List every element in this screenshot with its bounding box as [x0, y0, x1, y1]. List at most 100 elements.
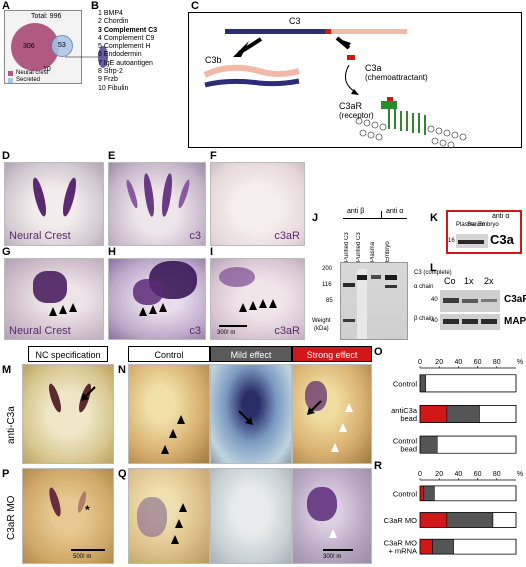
category-label: bead	[400, 414, 417, 423]
stain-head	[305, 381, 327, 411]
venn-circle-secreted	[51, 35, 73, 57]
gene-item-highlight: 3 Complement C3	[98, 26, 158, 34]
scale-bar	[323, 549, 353, 551]
lane-label: Plasma	[370, 241, 376, 262]
gene-item: 7 IgE autoantigen	[98, 59, 153, 67]
arrowhead-icon	[69, 303, 77, 312]
panel-a-label: A	[2, 0, 10, 12]
panel-b-label: B	[91, 0, 99, 12]
venn-diagram-box: Total: 996 306 53 10 Neural crest Secret…	[4, 10, 82, 84]
weight-axis-unit: (kDa)	[314, 326, 329, 332]
row-label-anti-c3a: anti-C3a	[6, 406, 17, 444]
venn-total: Total: 996	[31, 13, 62, 20]
category-label: Control	[393, 489, 418, 498]
asterisk-marker: *	[85, 503, 90, 517]
panel-r-label: R	[374, 460, 382, 472]
arrowhead-icon	[159, 303, 167, 312]
venn-count-overlap: 10	[43, 66, 51, 73]
gene-item: 5 Complement H	[98, 43, 151, 51]
l-band-c3ar: C3aR	[504, 294, 526, 305]
lane-label: 2x	[484, 276, 494, 286]
stain-right	[60, 176, 79, 218]
category-label: Control	[393, 437, 418, 446]
panel-p-label: P	[2, 468, 10, 480]
bar-segment	[419, 405, 448, 423]
tick-label: 60	[474, 471, 482, 478]
white-arrowhead-icon	[329, 529, 337, 538]
c3b-label: C3b	[205, 55, 222, 65]
c3-cleavage-diagram: C3 C3b C3a (chemoattractant) C3aR	[188, 12, 522, 149]
arrowhead-icon	[59, 305, 67, 314]
band-label-c3: C3 (complete)	[414, 270, 452, 276]
weight-axis-title: Weight	[312, 318, 331, 324]
band	[443, 319, 459, 324]
venn-count-neural-crest: 306	[23, 43, 35, 50]
photo-mild-c3ar	[210, 468, 292, 564]
panel-f-label: F	[210, 150, 217, 162]
band	[443, 298, 459, 303]
white-arrowhead-icon	[339, 423, 347, 432]
lane-label: Embryo	[478, 222, 499, 228]
band	[343, 283, 355, 287]
tick-label: 60	[474, 359, 482, 366]
arrowhead-icon	[139, 307, 147, 316]
caption-c3: c3	[189, 325, 201, 337]
gene-item: 4 Complement C9	[98, 34, 155, 42]
lane-label: 1x	[464, 276, 474, 286]
photo-c3-dorsal: c3	[108, 162, 206, 246]
bar-segment	[419, 538, 433, 555]
band	[357, 275, 367, 280]
category-label: bead	[400, 445, 417, 454]
blot-mapk	[440, 314, 500, 330]
legend-swatch-neural-crest	[8, 71, 13, 76]
header-nc-specification: NC specification	[28, 346, 108, 362]
bar-segment	[437, 435, 517, 454]
l-marker: 40	[431, 318, 438, 324]
category-label: antiC3a	[391, 406, 418, 415]
photo-control	[128, 364, 210, 464]
bar-segment	[434, 485, 517, 502]
bar-segment	[446, 405, 480, 423]
bar-segment	[446, 512, 494, 528]
gene-item: 10 Fibulin	[98, 84, 129, 92]
arrowhead-icon	[149, 305, 157, 314]
arrow-icon	[307, 400, 322, 415]
stain-right	[159, 172, 175, 218]
overlap-lens-icon	[98, 46, 108, 68]
arrowhead-icon	[179, 503, 187, 512]
stain-head	[219, 267, 255, 287]
panel-g-label: G	[2, 246, 11, 258]
band	[385, 275, 397, 280]
weight-marker: 85	[326, 298, 333, 304]
stain-streams	[133, 279, 163, 305]
lane-label: Embryo	[385, 241, 391, 262]
l-marker: 40	[431, 297, 438, 303]
scale-bar-label: 500! m	[73, 554, 92, 560]
c3ar-label: C3aR	[339, 101, 363, 111]
bar-segment	[492, 512, 517, 528]
band-label-alpha: α chain	[414, 284, 434, 290]
panel-e-label: E	[108, 150, 116, 162]
bar-segment	[425, 374, 517, 393]
arrowhead-icon	[177, 415, 185, 424]
white-arrowhead-icon	[331, 443, 339, 452]
arrowhead-icon	[259, 299, 267, 308]
bar-segment	[419, 374, 427, 393]
panel-q-label: Q	[118, 468, 127, 480]
c3a-label: C3a	[365, 63, 382, 73]
weight-marker: 200	[322, 266, 333, 272]
bar-outline	[419, 374, 517, 393]
arrowhead-icon	[49, 307, 57, 316]
gene-item: 6 Endodermin	[98, 51, 142, 59]
band	[371, 275, 381, 279]
band	[481, 299, 497, 302]
tick-label: 0	[418, 359, 422, 366]
arrowhead-icon	[269, 299, 277, 308]
bar-segment	[419, 512, 448, 528]
western-blot-j	[340, 262, 408, 340]
stain-left	[141, 172, 157, 218]
gene-item: 2 Chordin	[98, 18, 129, 26]
scale-bar-label: 300! m	[323, 554, 342, 560]
gene-list: 1 BMP4 2 Chordin 3 Complement C3 4 Compl…	[98, 10, 188, 93]
c3a-sub-label: (chemoattractant)	[365, 73, 428, 82]
